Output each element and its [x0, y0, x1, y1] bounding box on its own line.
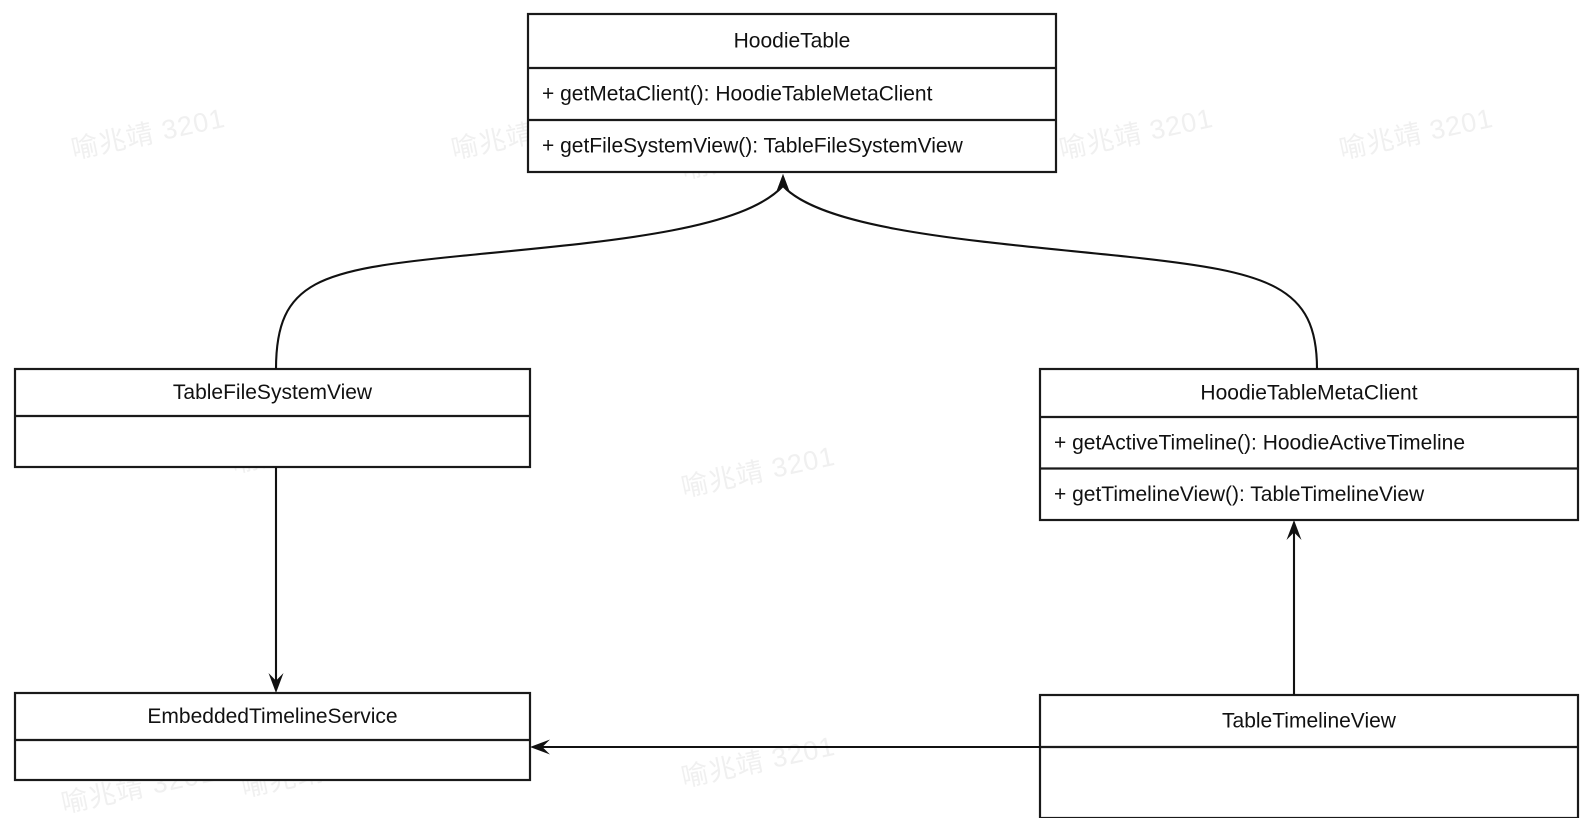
relationship-arrowhead	[530, 739, 550, 755]
class-member-label: + getTimelineView(): TableTimelineView	[1054, 483, 1425, 506]
class-box-outline	[526, 12, 1058, 174]
watermark-label: 喻兆靖 3201	[1056, 103, 1215, 165]
relationship-edge-fsview-to-hoodietable[interactable]	[274, 174, 791, 370]
class-box-outline	[1038, 367, 1580, 522]
relationship-edge-timelineview-to-embeddedtimeline[interactable]	[530, 739, 1040, 755]
class-member-label: + getMetaClient(): HoodieTableMetaClient	[542, 83, 933, 106]
class-box-hoodie-table[interactable]: HoodieTable + getMetaClient(): HoodieTabl…	[526, 12, 1058, 174]
relationship-arrowhead	[268, 673, 284, 693]
class-name-label: TableFileSystemView	[173, 381, 373, 404]
relationship-edge-timelineview-to-metaclient[interactable]	[1286, 520, 1302, 695]
class-member-label: + getFileSystemView(): TableFileSystemVi…	[542, 135, 964, 158]
class-name-label: EmbeddedTimelineService	[147, 705, 397, 728]
class-name-label: HoodieTableMetaClient	[1200, 382, 1417, 405]
watermark-label: 喻兆靖 3201	[68, 103, 227, 165]
relationship-edge-metaclient-to-hoodietable[interactable]	[775, 174, 1319, 370]
class-box-outline	[13, 691, 532, 782]
class-name-label: TableTimelineView	[1222, 710, 1397, 733]
class-box-outline	[1038, 693, 1580, 818]
class-box-embedded-timeline-service[interactable]: EmbeddedTimelineService	[13, 691, 532, 782]
watermark-label: 喻兆靖 3201	[678, 441, 837, 503]
relationship-arrowhead	[775, 174, 791, 194]
class-box-table-timeline-view[interactable]: TableTimelineView	[1038, 693, 1580, 818]
relationship-line	[782, 185, 1319, 370]
watermark-label: 喻兆靖 3201	[1336, 103, 1495, 165]
relationship-arrowhead	[1286, 520, 1302, 540]
watermark-label: 喻兆靖 3201	[678, 731, 837, 793]
class-name-label: HoodieTable	[734, 30, 851, 53]
relationship-line	[274, 185, 784, 370]
class-member-label: + getActiveTimeline(): HoodieActiveTimel…	[1054, 431, 1465, 454]
class-box-table-file-system-view[interactable]: TableFileSystemView	[13, 367, 532, 469]
class-box-layer: HoodieTable + getMetaClient(): HoodieTabl…	[13, 12, 1580, 818]
relationship-edge-fsview-to-embeddedtimeline[interactable]	[268, 467, 284, 693]
class-box-hoodie-table-meta-client[interactable]: HoodieTableMetaClient + getActiveTimeline…	[1038, 367, 1580, 522]
class-box-outline	[13, 367, 532, 469]
relationship-edge-layer	[268, 174, 1319, 755]
